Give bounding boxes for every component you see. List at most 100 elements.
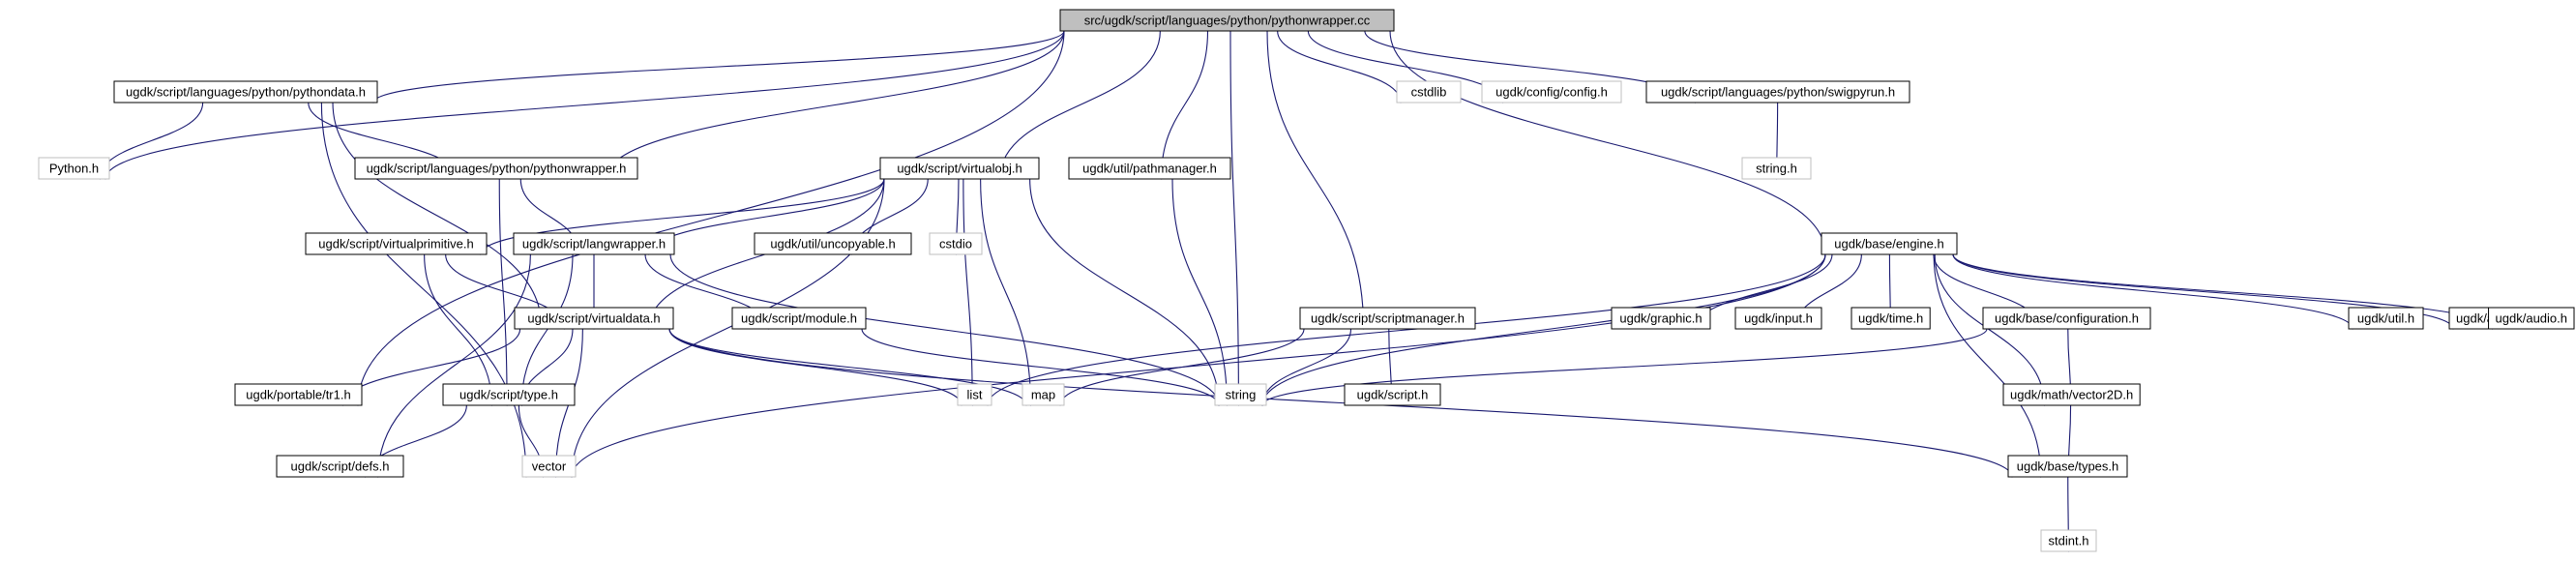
node-label: ugdk/time.h (1858, 311, 1923, 326)
node-label: ugdk/input.h (1744, 311, 1813, 326)
node-label: ugdk/graphic.h (1619, 311, 1702, 326)
node-cstdlib: cstdlib (1396, 80, 1462, 104)
node-type[interactable]: ugdk/script/type.h (442, 383, 576, 406)
node-virtualobj[interactable]: ugdk/script/virtualobj.h (879, 157, 1040, 180)
edge-langwrapper-to-type (518, 253, 574, 406)
edge-module-to-string (861, 328, 1223, 406)
node-box (2007, 455, 2128, 478)
node-label: ugdk/script/languages/python/swigpyrun.h (1661, 85, 1895, 100)
edge-engine-to-vector2d (1934, 253, 2049, 406)
node-box (754, 232, 912, 255)
edge-engine-to-list (984, 253, 1826, 406)
node-input[interactable]: ugdk/input.h (1734, 307, 1822, 330)
node-box (1821, 232, 1958, 255)
node-label: ugdk/math/vector2D.h (2010, 388, 2133, 402)
node-layer: src/ugdk/script/languages/python/pythonw… (38, 9, 2575, 552)
node-vector2d[interactable]: ugdk/math/vector2D.h (2002, 383, 2141, 406)
node-module[interactable]: ugdk/script/module.h (731, 307, 867, 330)
node-label: ugdk/script/virtualobj.h (897, 162, 1022, 176)
node-defs[interactable]: ugdk/script/defs.h (276, 455, 404, 478)
node-string: string (1214, 383, 1267, 406)
node-stringh: string.h (1741, 157, 1812, 180)
node-box (1068, 157, 1231, 180)
edge-engine-to-string (1258, 253, 1826, 406)
node-label: ugdk/script/defs.h (291, 459, 390, 474)
edge-langwrapper-to-string (669, 253, 1223, 406)
node-label: ugdk/util/uncopyable.h (770, 237, 895, 251)
node-box (354, 157, 638, 180)
node-box (1982, 307, 2151, 330)
node-audio[interactable]: ugdk/audio.h (2488, 307, 2575, 330)
node-label: ugdk/base/types.h (2017, 459, 2119, 474)
edge-root-to-pythondata (370, 30, 1065, 104)
node-box (1645, 80, 1910, 104)
node-label: ugdk/script.h (1357, 388, 1429, 402)
node-box (305, 232, 488, 255)
node-pathmanager[interactable]: ugdk/util/pathmanager.h (1068, 157, 1231, 180)
node-pythondata[interactable]: ugdk/script/languages/python/pythondata.… (113, 80, 378, 104)
node-tr1[interactable]: ugdk/portable/tr1.h (234, 383, 363, 406)
node-stdint: stdint.h (2040, 529, 2097, 552)
edge-root-to-virtualobj (995, 30, 1161, 180)
edge-root-to-cstdlib (1277, 30, 1405, 104)
node-label: src/ugdk/script/languages/python/pythonw… (1084, 14, 1371, 28)
node-box (1214, 383, 1267, 406)
node-cstdio: cstdio (929, 232, 983, 255)
node-configuration[interactable]: ugdk/base/configuration.h (1982, 307, 2151, 330)
node-label: cstdlib (1411, 85, 1447, 100)
node-graphic[interactable]: ugdk/graphic.h (1611, 307, 1711, 330)
edge-engine-to-util (1952, 253, 2356, 330)
node-box (1734, 307, 1822, 330)
node-label: Python.h (49, 162, 99, 176)
node-label: ugdk/script/type.h (459, 388, 558, 402)
node-list: list (957, 383, 992, 406)
node-label: ugdk/util/pathmanager.h (1082, 162, 1217, 176)
node-vector: vector (521, 455, 577, 478)
edge-virtualobj-to-list (962, 178, 977, 406)
node-box (957, 383, 992, 406)
node-box (879, 157, 1040, 180)
node-engine[interactable]: ugdk/base/engine.h (1821, 232, 1958, 255)
node-virtualdata[interactable]: ugdk/script/virtualdata.h (514, 307, 674, 330)
edge-engine-to-types (1933, 253, 2045, 478)
node-box (2002, 383, 2141, 406)
node-box (1396, 80, 1462, 104)
edge-virtualobj-to-map (980, 178, 1035, 406)
node-scriptmanager[interactable]: ugdk/script/scriptmanager.h (1299, 307, 1476, 330)
node-box (513, 232, 675, 255)
edge-pathmanager-to-string (1171, 178, 1231, 406)
node-label: stdint.h (2049, 534, 2089, 548)
edge-virtualdata-to-list (668, 328, 965, 406)
node-config: ugdk/config/config.h (1481, 80, 1622, 104)
node-box (1851, 307, 1931, 330)
edge-root-to-pathmanager (1157, 30, 1209, 180)
node-box (1481, 80, 1622, 104)
node-box (38, 157, 110, 180)
node-label: string.h (1756, 162, 1797, 176)
node-time[interactable]: ugdk/time.h (1851, 307, 1931, 330)
node-label: vector (532, 459, 567, 474)
node-label: ugdk/base/engine.h (1834, 237, 1943, 251)
edge-root-to-string (1229, 30, 1243, 406)
node-types[interactable]: ugdk/base/types.h (2007, 455, 2128, 478)
node-label: ugdk/script/virtualdata.h (527, 311, 660, 326)
node-swigpyrun[interactable]: ugdk/script/languages/python/swigpyrun.h (1645, 80, 1910, 104)
node-box (1611, 307, 1711, 330)
node-box (2348, 307, 2424, 330)
node-pythonwrapperh[interactable]: ugdk/script/languages/python/pythonwrapp… (354, 157, 638, 180)
node-label: ugdk/script/languages/python/pythonwrapp… (367, 162, 627, 176)
node-root[interactable]: src/ugdk/script/languages/python/pythonw… (1059, 9, 1395, 32)
node-uncopyable[interactable]: ugdk/util/uncopyable.h (754, 232, 912, 255)
node-langwrapper[interactable]: ugdk/script/langwrapper.h (513, 232, 675, 255)
node-label: list (967, 388, 983, 402)
node-box (1299, 307, 1476, 330)
edge-root-to-scriptmanager (1266, 30, 1368, 330)
node-label: ugdk/script/scriptmanager.h (1311, 311, 1465, 326)
edge-scriptmanager-to-string (1258, 328, 1352, 406)
node-script[interactable]: ugdk/script.h (1344, 383, 1441, 406)
node-label: ugdk/util.h (2357, 311, 2414, 326)
node-util[interactable]: ugdk/util.h (2348, 307, 2424, 330)
node-pythonh: Python.h (38, 157, 110, 180)
node-virtualprimitive[interactable]: ugdk/script/virtualprimitive.h (305, 232, 488, 255)
node-box (1022, 383, 1065, 406)
